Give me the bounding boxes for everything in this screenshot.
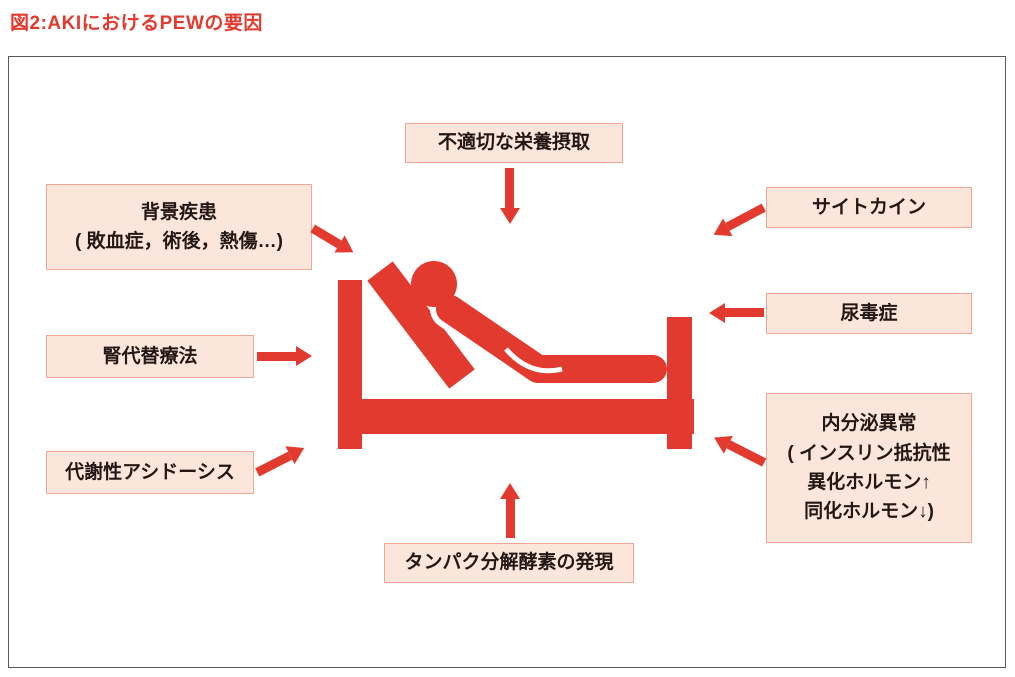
arrow-endocrine-icon: [709, 428, 769, 472]
arrow-nutrition-down-icon: [500, 168, 520, 224]
arrow-shaft: [505, 168, 515, 208]
factor-label: 代謝性アシドーシス: [65, 461, 235, 483]
arrow-head: [500, 483, 520, 499]
factor-label: 尿毒症: [840, 302, 898, 324]
factor-label: 不適切な栄養摂取: [437, 132, 590, 154]
factor-label: サイトカイン: [811, 196, 926, 218]
arrow-cytokine-icon: [708, 199, 769, 244]
arrow-shaft: [257, 351, 296, 361]
arrow-background-disease-icon: [308, 219, 359, 261]
arrow-shaft: [725, 204, 767, 232]
arrow-shaft: [310, 224, 342, 248]
arrow-shaft: [726, 440, 767, 468]
factor-box-metabolic-acidosis: 代謝性アシドーシス: [46, 451, 254, 494]
factor-box-cytokine: サイトカイン: [766, 187, 972, 228]
arrow-shaft: [254, 451, 293, 477]
factor-label: ( インスリン抵抗性: [787, 442, 951, 464]
figure-title: 図2:AKIにおけるPEWの要因: [10, 13, 263, 34]
factor-box-renal-replacement-therapy: 腎代替療法: [46, 335, 254, 378]
factor-box-uremia: 尿毒症: [766, 293, 972, 334]
factor-box-protease-expression: タンパク分解酵素の発現: [384, 543, 634, 583]
arrow-shaft: [505, 499, 515, 538]
factor-label: 内分泌異常: [821, 413, 917, 435]
factor-box-background-disease: 背景疾患 ( 敗血症，術後，熱傷…): [46, 184, 312, 270]
factor-label: 異化ホルモン↑: [807, 472, 931, 493]
patient-in-bed-icon: [338, 261, 694, 449]
factor-box-endocrine-abnormality: 内分泌異常 ( インスリン抵抗性 異化ホルモン↑ 同化ホルモン↓): [766, 393, 972, 543]
factor-label: タンパク分解酵素の発現: [404, 552, 614, 574]
factor-label: 同化ホルモン↓): [804, 501, 934, 523]
arrow-protease-up-icon: [500, 483, 520, 538]
arrow-renal-replacement-icon: [257, 346, 312, 366]
arrow-uremia-icon: [709, 303, 764, 323]
factor-label: 腎代替療法: [102, 345, 198, 367]
arrow-metabolic-acidosis-icon: [252, 439, 309, 481]
arrow-head: [500, 208, 520, 224]
diagram-frame: 不適切な栄養摂取 背景疾患 ( 敗血症，術後，熱傷…) サイトカイン 腎代替療法…: [8, 56, 1006, 668]
arrow-head: [296, 346, 312, 366]
factor-box-nutrition: 不適切な栄養摂取: [405, 123, 623, 163]
factor-label: 背景疾患: [140, 201, 217, 223]
arrow-shaft: [725, 308, 764, 318]
arrow-head: [709, 303, 725, 323]
factor-label: ( 敗血症，術後，熱傷…): [75, 231, 283, 252]
